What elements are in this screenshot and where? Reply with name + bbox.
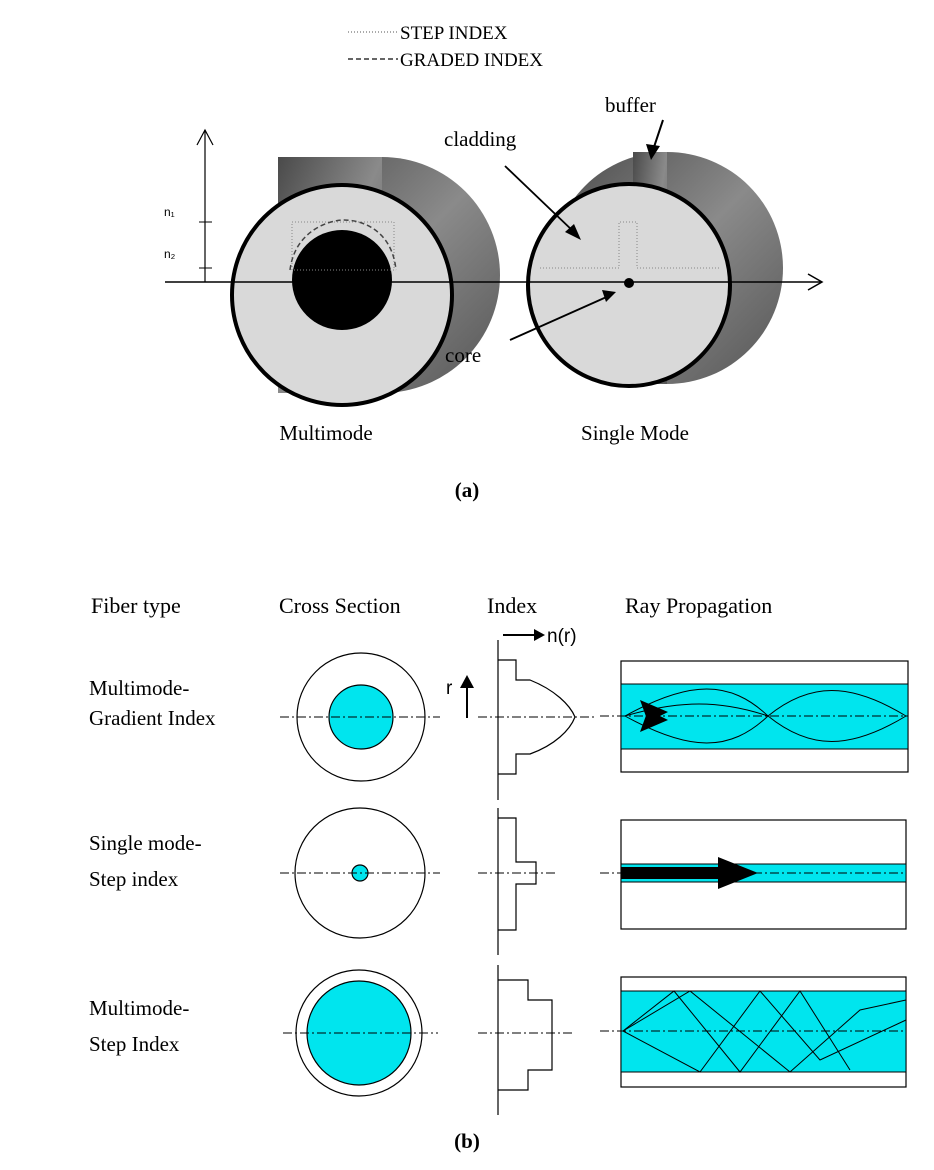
header-ray-propagation: Ray Propagation	[625, 593, 772, 618]
row3-ray-path-1	[622, 990, 851, 1073]
row1-type-line1: Multimode-	[89, 676, 189, 700]
caption-a: (a)	[455, 478, 480, 502]
row-multimode-step-index: Multimode- Step Index	[89, 965, 907, 1115]
row3-ray-path-3	[622, 990, 907, 1073]
n-of-r-label: n(r)	[547, 626, 577, 647]
cladding-pointer	[504, 165, 575, 233]
row2-index-profile	[497, 808, 537, 955]
multimode-core	[292, 230, 392, 330]
part-a-diagram: n₁ n₂ buffer cladding core Multimode Sin…	[164, 93, 824, 502]
row-multimode-gradient-index: Multimode- Gradient Index	[89, 640, 909, 800]
multimode-step-index-profile	[291, 221, 395, 271]
row-single-mode-step-index: Single mode- Step index	[89, 807, 907, 955]
index-axis-arrowhead	[196, 128, 214, 146]
legend: STEP INDEX GRADED INDEX	[348, 23, 543, 71]
core-label: core	[445, 343, 481, 367]
buffer-label: buffer	[605, 93, 656, 117]
row2-ray-beam	[621, 867, 721, 879]
row1-type-line2: Gradient Index	[89, 706, 216, 730]
n-of-r-arrowhead	[534, 629, 545, 641]
single-mode-fiber	[526, 152, 783, 388]
r-label: r	[446, 678, 453, 699]
n2-label: n₂	[164, 247, 176, 261]
row1-ray-arrowhead-2	[640, 710, 668, 732]
multimode-title: Multimode	[279, 421, 372, 445]
single-mode-core	[624, 278, 634, 288]
caption-b: (b)	[454, 1129, 480, 1153]
header-index: Index	[487, 593, 537, 618]
n1-label: n₁	[164, 205, 175, 219]
row3-ray-path-2	[622, 990, 907, 1073]
row3-type-line2: Step Index	[89, 1032, 180, 1056]
graded-index-legend-label: GRADED INDEX	[400, 50, 543, 71]
row1-index-profile	[497, 640, 576, 800]
row2-type-line2: Step index	[89, 867, 179, 891]
multimode-graded-index-profile	[289, 219, 397, 271]
buffer-pointer-arrowhead	[646, 144, 660, 160]
step-index-legend-label: STEP INDEX	[400, 23, 508, 44]
row2-type-line1: Single mode-	[89, 831, 202, 855]
header-fiber-type: Fiber type	[91, 593, 181, 618]
buffer-pointer	[652, 119, 664, 151]
row3-type-line1: Multimode-	[89, 996, 189, 1020]
row3-index-profile	[497, 965, 553, 1115]
cladding-pointer-arrowhead	[565, 224, 581, 240]
multimode-fiber	[230, 157, 500, 407]
single-mode-title: Single Mode	[581, 421, 689, 445]
r-arrowhead	[460, 675, 474, 688]
header-cross-section: Cross Section	[279, 593, 401, 618]
core-pointer	[509, 294, 612, 341]
core-pointer-arrowhead	[602, 290, 616, 302]
radius-axis-arrowhead	[807, 273, 824, 291]
row2-ray-arrowhead	[718, 857, 758, 889]
row1-ray-path-3	[624, 703, 769, 717]
part-b-table: Fiber type Cross Section Index Ray Propa…	[89, 593, 909, 1153]
cladding-label: cladding	[444, 127, 517, 151]
